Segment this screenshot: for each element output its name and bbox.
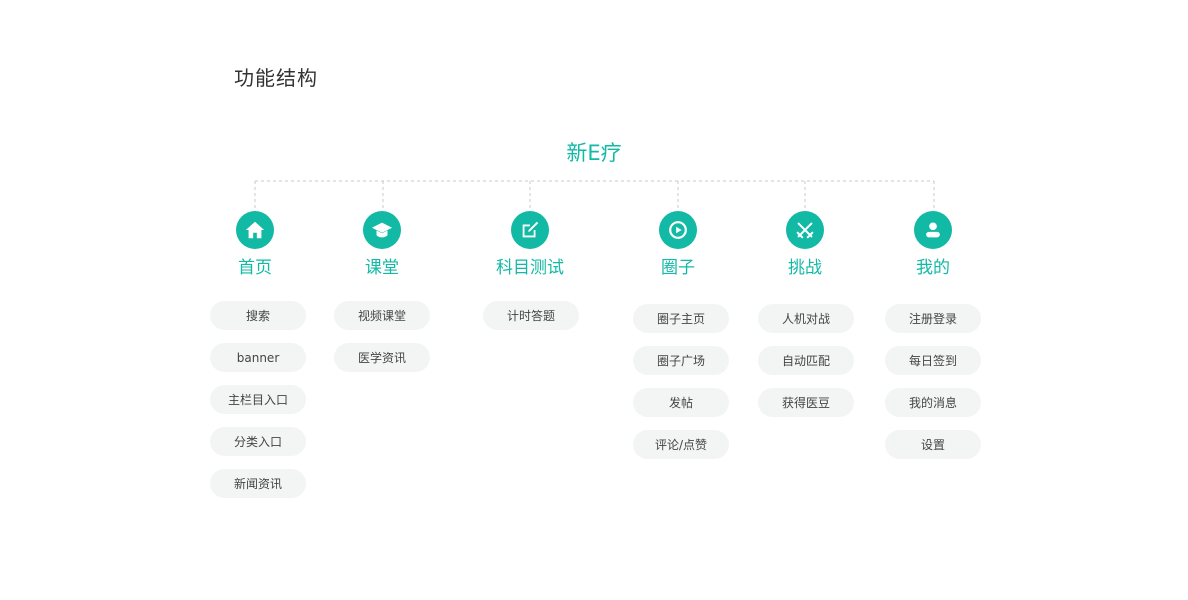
list-item: 注册登录 bbox=[885, 304, 981, 333]
branch-items-mine: 注册登录 每日签到 我的消息 设置 bbox=[878, 304, 988, 472]
branch-items-home: 搜索 banner 主栏目入口 分类入口 新闻资讯 bbox=[203, 301, 313, 511]
list-item: 自动匹配 bbox=[758, 346, 854, 375]
branch-label-circle: 圈子 bbox=[661, 258, 695, 278]
list-item: banner bbox=[210, 343, 306, 372]
list-item: 人机对战 bbox=[758, 304, 854, 333]
branch-label-mine: 我的 bbox=[916, 258, 950, 278]
branch-classroom: 课堂 bbox=[327, 211, 437, 279]
branch-label-challenge: 挑战 bbox=[788, 258, 822, 278]
branch-label-classroom: 课堂 bbox=[365, 258, 399, 278]
home-icon bbox=[236, 211, 274, 249]
list-item: 发帖 bbox=[633, 388, 729, 417]
list-item: 搜索 bbox=[210, 301, 306, 330]
graduation-cap-icon bbox=[363, 211, 401, 249]
branch-home: 首页 bbox=[200, 211, 310, 279]
list-item: 我的消息 bbox=[885, 388, 981, 417]
branch-circle: 圈子 bbox=[623, 211, 733, 279]
circle-play-icon bbox=[659, 211, 697, 249]
list-item: 获得医豆 bbox=[758, 388, 854, 417]
list-item: 评论/点赞 bbox=[633, 430, 729, 459]
branch-challenge: 挑战 bbox=[750, 211, 860, 279]
list-item: 设置 bbox=[885, 430, 981, 459]
branch-label-subject-test: 科目测试 bbox=[496, 258, 564, 278]
list-item: 圈子主页 bbox=[633, 304, 729, 333]
list-item: 主栏目入口 bbox=[210, 385, 306, 414]
branch-mine: 我的 bbox=[878, 211, 988, 279]
list-item: 新闻资讯 bbox=[210, 469, 306, 498]
branch-items-subject-test: 计时答题 bbox=[476, 301, 586, 343]
branch-items-circle: 圈子主页 圈子广场 发帖 评论/点赞 bbox=[626, 304, 736, 472]
list-item: 计时答题 bbox=[483, 301, 579, 330]
list-item: 分类入口 bbox=[210, 427, 306, 456]
branch-subject-test: 科目测试 bbox=[475, 211, 585, 279]
branch-items-classroom: 视频课堂 医学资讯 bbox=[327, 301, 437, 385]
list-item: 每日签到 bbox=[885, 346, 981, 375]
root-node: 新E疗 bbox=[566, 141, 622, 165]
branch-items-challenge: 人机对战 自动匹配 获得医豆 bbox=[751, 304, 861, 430]
user-icon bbox=[914, 211, 952, 249]
page-title: 功能结构 bbox=[234, 66, 318, 90]
edit-icon bbox=[511, 211, 549, 249]
list-item: 视频课堂 bbox=[334, 301, 430, 330]
branch-label-home: 首页 bbox=[238, 258, 272, 278]
list-item: 医学资讯 bbox=[334, 343, 430, 372]
crossed-swords-icon bbox=[786, 211, 824, 249]
list-item: 圈子广场 bbox=[633, 346, 729, 375]
